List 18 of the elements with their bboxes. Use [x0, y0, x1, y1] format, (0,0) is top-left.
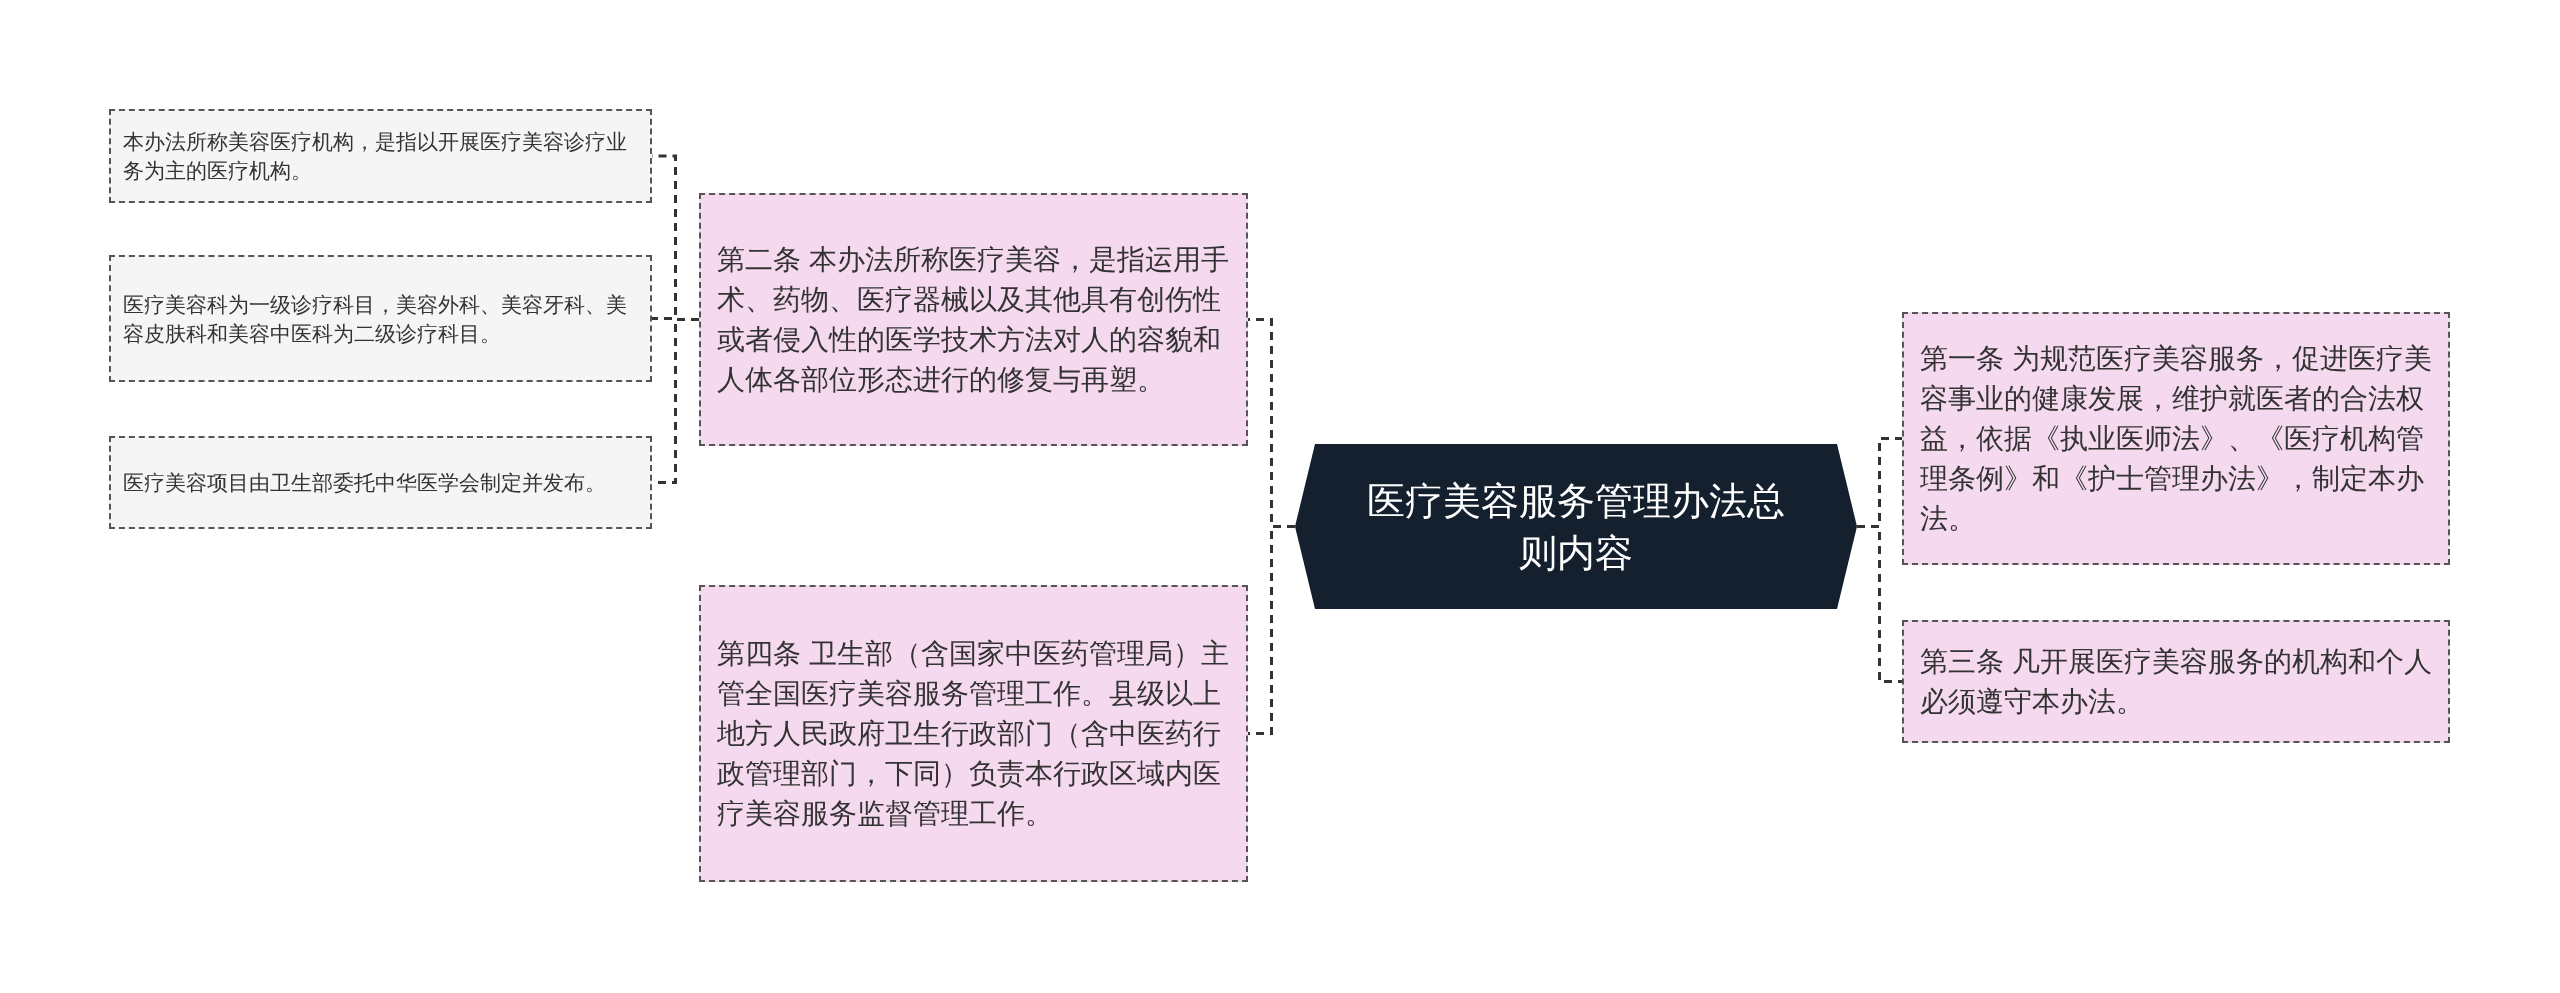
- topic-hexagon: [1295, 444, 1857, 609]
- topic-box: [699, 585, 1248, 882]
- topic-box: [109, 436, 652, 529]
- node-text: 医疗美容服务管理办法总则内容: [1366, 478, 1786, 576]
- node-text: 医疗美容科为一级诊疗科目，美容外科、美容牙科、美容皮肤科和美容中医科为二级诊疗科目。: [123, 291, 628, 347]
- connector-line: [1857, 525, 1902, 683]
- topic-box: [109, 109, 652, 203]
- topic-box: [1902, 312, 2450, 565]
- topic-box: [1902, 620, 2450, 743]
- topic-box: [109, 255, 652, 382]
- node-text: 医疗美容项目由卫生部委托中华医学会制定并发布。: [123, 470, 607, 496]
- topic-box: [699, 193, 1248, 446]
- connector-line: [1248, 525, 1295, 735]
- node-text: 第四条 卫生部（含国家中医药管理局）主管全国医疗美容服务管理工作。县级以上地方人民政府卫生行政部门（含中医药行政管理部门，下同）负责本行政区域内医疗美容服务监督管理工作。: [717, 636, 1230, 831]
- node-text: 第三条 凡开展医疗美容服务的机构和个人必须遵守本办法。: [1920, 644, 2432, 719]
- node-text: 本办法所称美容医疗机构，是指以开展医疗美容诊疗业务为主的医疗机构。: [123, 129, 628, 184]
- node-text: 第二条 本办法所称医疗美容，是指运用手术、药物、医疗器械以及其他具有创伤性或者侵入性的医学技术方法对人的容貌和人体各部位形态进行的修复与再塑。: [717, 242, 1230, 397]
- node-text: 第一条 为规范医疗美容服务，促进医疗美容事业的健康发展，维护就医者的合法权益，依据《执业医师法》、《医疗机构管理条例》和《护士管理办法》，制定本办法。: [1920, 341, 2432, 536]
